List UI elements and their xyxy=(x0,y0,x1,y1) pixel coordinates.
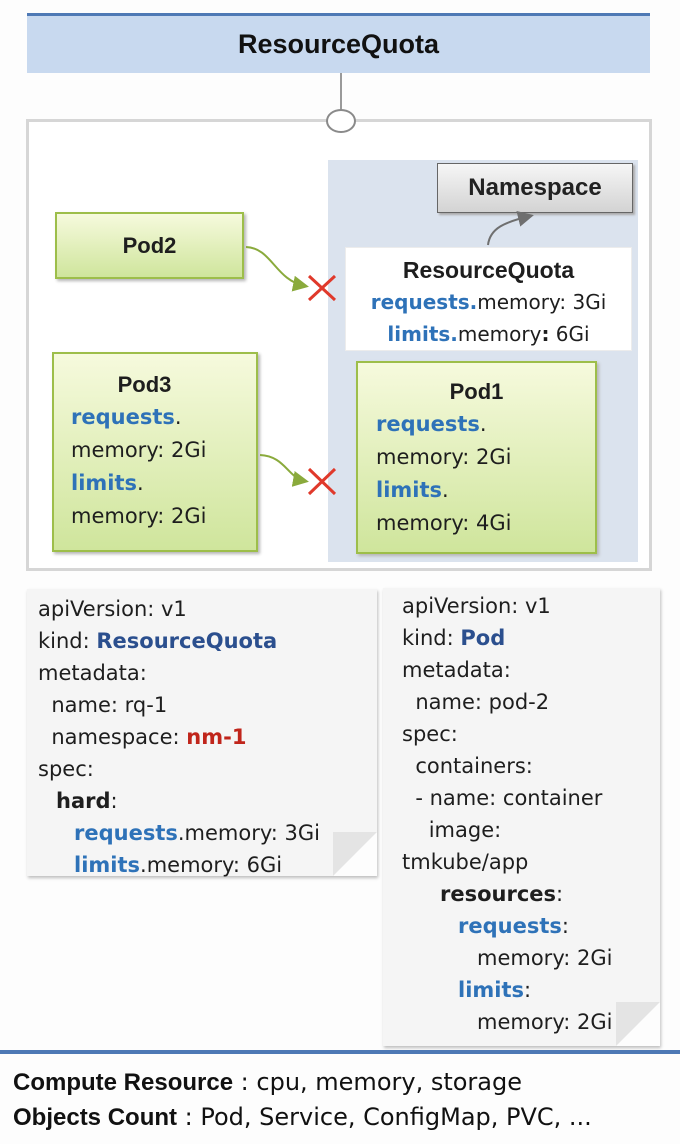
yaml-namespace-key: namespace: xyxy=(38,725,187,749)
yaml-line: limits: xyxy=(402,974,660,1006)
pod1-limits-line: limits. xyxy=(376,478,449,502)
yaml-namespace-value: nm-1 xyxy=(186,725,247,749)
pod3-requests-value: memory: 2Gi xyxy=(71,438,207,462)
yaml-requests-value: .memory: 3Gi xyxy=(177,821,320,845)
yaml-line: memory: 2Gi xyxy=(477,946,613,970)
footer-objects-value: : Pod, Service, ConfigMap, PVC, ... xyxy=(177,1103,592,1131)
pod-yaml: apiVersion: v1 kind: Pod metadata: name:… xyxy=(383,588,660,1046)
yaml-requests-key: requests xyxy=(458,914,562,938)
pod3-limits-line: limits. xyxy=(71,471,144,495)
yaml-requests-key: requests xyxy=(74,821,178,845)
quota-limits-value: 6Gi xyxy=(549,322,590,346)
pod3-admission-arrow xyxy=(259,454,309,487)
yaml-line: kind: Pod xyxy=(402,622,660,654)
resource-quota-box: ResourceQuota requests.memory: 3Gi limit… xyxy=(345,247,632,351)
pod2-rejected-mark xyxy=(307,274,337,302)
connector-knob xyxy=(326,109,356,133)
quota-requests-key: requests. xyxy=(370,290,478,314)
quota-limits-colon: : xyxy=(541,322,550,346)
diagram-connectors xyxy=(245,211,534,496)
yaml-line: tmkube/app xyxy=(402,850,529,874)
pod1-requests-key: requests xyxy=(376,412,480,436)
yaml-limits-key: limits xyxy=(74,853,141,877)
yaml-kind-key: kind: xyxy=(38,629,97,653)
page-fold-corner xyxy=(616,1002,660,1046)
yaml-line: requests: xyxy=(402,910,660,942)
yaml-line: name: pod-2 xyxy=(402,690,550,714)
quota-requests-line: requests.memory: 3Gi xyxy=(346,286,631,318)
namespace-box: Namespace xyxy=(437,163,633,213)
yaml-line: metadata: xyxy=(402,658,511,682)
yaml-line: - name: container xyxy=(402,786,603,810)
yaml-line: spec: xyxy=(402,722,458,746)
footer-compute-line: Compute Resource : cpu, memory, storage xyxy=(13,1065,592,1100)
yaml-limits-value: .memory: 6Gi xyxy=(140,853,283,877)
pod3-name: Pod3 xyxy=(117,372,172,397)
footer-compute-value: : cpu, memory, storage xyxy=(233,1068,522,1096)
yaml-limits-colon: : xyxy=(524,978,532,1002)
page-fold-corner xyxy=(333,832,377,876)
yaml-requests-colon: : xyxy=(561,914,569,938)
pod3-requests-line: requests. xyxy=(71,405,182,429)
quota-limits-line: limits.memory: 6Gi xyxy=(346,318,631,350)
footer-notes: Compute Resource : cpu, memory, storage … xyxy=(13,1065,592,1135)
pod3-limits-value: memory: 2Gi xyxy=(71,504,207,528)
yaml-kind-value: Pod xyxy=(460,626,506,650)
pod1-limits-value: memory: 4Gi xyxy=(376,511,512,535)
footer-objects-line: Objects Count : Pod, Service, ConfigMap,… xyxy=(13,1100,592,1135)
yaml-line: metadata: xyxy=(38,661,147,685)
quota-limits-mid: memory xyxy=(457,322,542,346)
pod3-box: Pod3 requests. memory: 2Gi limits. memor… xyxy=(52,352,258,552)
pod2-box: Pod2 xyxy=(55,212,244,279)
footer-compute-key: Compute Resource xyxy=(13,1069,234,1096)
yaml-line: memory: 2Gi xyxy=(477,1010,613,1034)
yaml-line: containers: xyxy=(402,754,533,778)
pod3-limits-key: limits xyxy=(71,471,138,495)
yaml-line: namespace: nm-1 xyxy=(38,721,377,753)
yaml-resources-key: resources xyxy=(440,882,557,906)
quota-requests-value: memory: 3Gi xyxy=(477,290,607,314)
yaml-line: kind: ResourceQuota xyxy=(38,625,377,657)
yaml-line: resources: xyxy=(402,878,660,910)
quota-to-namespace-arrow xyxy=(487,211,534,246)
yaml-hard-colon: : xyxy=(110,789,118,813)
quota-limits-key: limits. xyxy=(387,322,458,346)
pod3-requests-key: requests xyxy=(71,405,175,429)
diagram-title: ResourceQuota xyxy=(27,13,650,73)
quota-box-title: ResourceQuota xyxy=(402,257,575,283)
yaml-kind-key: kind: xyxy=(402,626,461,650)
footer-objects-key: Objects Count xyxy=(13,1104,178,1131)
pod3-rejected-mark xyxy=(307,467,337,496)
yaml-resources-colon: : xyxy=(556,882,564,906)
yaml-line: apiVersion: v1 xyxy=(402,594,551,618)
pod1-limits-key: limits xyxy=(376,478,443,502)
yaml-line: limits.memory: 6Gi xyxy=(38,849,377,881)
yaml-line: hard: xyxy=(38,785,377,817)
pod1-box: Pod1 requests. memory: 2Gi limits. memor… xyxy=(356,361,597,554)
yaml-line: apiVersion: v1 xyxy=(38,597,187,621)
pod1-requests-line: requests. xyxy=(376,412,487,436)
title-connector xyxy=(340,73,342,111)
yaml-limits-key: limits xyxy=(458,978,525,1002)
yaml-line: requests.memory: 3Gi xyxy=(38,817,377,849)
pod1-name: Pod1 xyxy=(449,379,504,404)
pod2-admission-arrow xyxy=(245,246,309,292)
resource-quota-yaml: apiVersion: v1 kind: ResourceQuota metad… xyxy=(27,589,377,877)
yaml-kind-value: ResourceQuota xyxy=(96,629,278,653)
footer-divider xyxy=(0,1050,680,1054)
yaml-line: image: xyxy=(402,818,502,842)
pod1-requests-value: memory: 2Gi xyxy=(376,445,512,469)
pod2-name: Pod2 xyxy=(122,232,177,258)
yaml-line: spec: xyxy=(38,757,94,781)
yaml-hard-key: hard xyxy=(56,789,111,813)
yaml-line: name: rq-1 xyxy=(38,693,168,717)
